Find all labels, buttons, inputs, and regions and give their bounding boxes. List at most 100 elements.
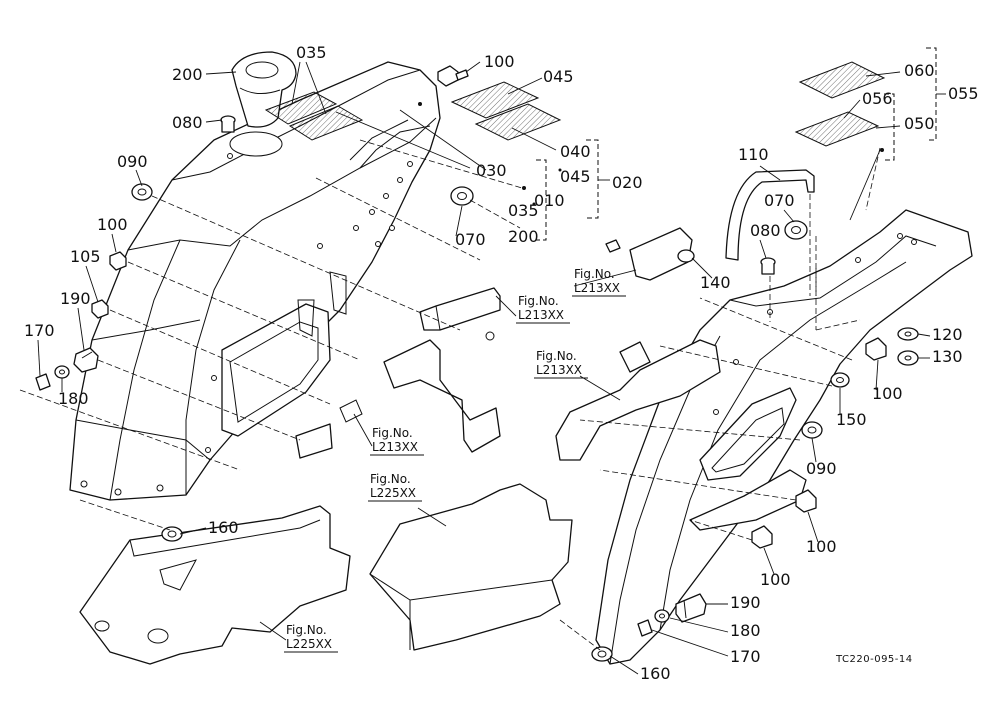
fig-ref-line1: Fig.No. xyxy=(518,294,559,308)
part-label-p140: 140 xyxy=(700,273,731,292)
bracket-140 xyxy=(605,227,695,281)
fuel-cap-200 xyxy=(231,51,297,128)
part-label-p035a: 035 xyxy=(296,43,327,62)
part-label-p055: 055 xyxy=(948,84,979,103)
part-label-p080b: 080 xyxy=(750,221,781,240)
bolt-190-right xyxy=(675,593,707,623)
fig-ref-line1: Fig.No. xyxy=(286,623,327,637)
figure-reference-labels: Fig.No.L213XXFig.No.L213XXFig.No.L213XXF… xyxy=(284,267,626,653)
part-label-p100a: 100 xyxy=(484,52,515,71)
fig-ref-fig4: Fig.No.L213XX xyxy=(534,349,588,379)
group-bracket-010 xyxy=(536,159,547,241)
fig-ref-line2: L213XX xyxy=(372,440,418,454)
part-label-p100d: 100 xyxy=(806,537,837,556)
part-label-p045a: 045 xyxy=(543,67,574,86)
part-label-p105: 105 xyxy=(70,247,101,266)
fig-ref-line1: Fig.No. xyxy=(536,349,577,363)
fig-ref-line1: Fig.No. xyxy=(370,472,411,486)
part-label-p045b: 045 xyxy=(560,167,591,186)
part-label-p120: 120 xyxy=(932,325,963,344)
part-label-p040: 040 xyxy=(560,142,591,161)
grommet-090-left xyxy=(131,183,153,201)
part-label-p100e: 100 xyxy=(760,570,791,589)
part-label-p100c: 100 xyxy=(872,384,903,403)
part-label-p080a: 080 xyxy=(172,113,203,132)
fig-ref-line1: Fig.No. xyxy=(372,426,413,440)
part-label-p100b: 100 xyxy=(97,215,128,234)
grommet-150 xyxy=(830,372,850,388)
bolt-100-right-lower xyxy=(751,525,773,549)
bolt-190-left xyxy=(73,347,99,373)
part-label-p050: 050 xyxy=(904,114,935,133)
part-label-p070b: 070 xyxy=(764,191,795,210)
fig-ref-line2: L213XX xyxy=(518,308,564,322)
bolt-100-right-mid xyxy=(795,489,817,513)
collar-170-right xyxy=(637,619,653,637)
support-bracket-right xyxy=(555,339,721,461)
collar-170-left xyxy=(35,373,51,391)
part-label-p170a: 170 xyxy=(24,321,55,340)
grommet-090-right xyxy=(801,421,823,439)
part-label-p020: 020 xyxy=(612,173,643,192)
leader-lines xyxy=(37,61,931,675)
part-label-p070a: 070 xyxy=(455,230,486,249)
washer-180-right xyxy=(654,609,670,623)
bolt-100-left xyxy=(109,251,127,271)
grommet-070-right xyxy=(784,220,808,240)
dot-markers xyxy=(418,102,884,206)
drawing-code: TC220-095-14 xyxy=(835,654,913,665)
nut-130 xyxy=(897,350,919,366)
part-label-p200b: 200 xyxy=(508,227,539,246)
bolt-100-top xyxy=(437,65,469,87)
part-label-p190b: 190 xyxy=(730,593,761,612)
floor-plate-center xyxy=(369,483,573,651)
part-label-p030: 030 xyxy=(476,161,507,180)
fig-ref-fig3: Fig.No.L213XX xyxy=(572,267,626,297)
fig-ref-fig1: Fig.No.L213XX xyxy=(516,294,570,324)
part-label-p180a: 180 xyxy=(58,389,89,408)
support-bracket-left xyxy=(295,287,501,459)
left-fender-housing xyxy=(69,61,441,501)
part-label-p110: 110 xyxy=(738,145,769,164)
fig-ref-line2: L213XX xyxy=(536,363,582,377)
floor-plate-left xyxy=(79,505,351,665)
decal-045 xyxy=(450,81,562,141)
part-label-p160a: 160 xyxy=(208,518,239,537)
group-bracket-020 xyxy=(586,139,610,219)
group-bracket-050 xyxy=(884,93,895,161)
washer-120 xyxy=(897,327,919,341)
part-label-p150: 150 xyxy=(836,410,867,429)
grommet-160-right xyxy=(591,646,613,662)
part-label-p090a: 090 xyxy=(117,152,148,171)
part-label-p010: 010 xyxy=(534,191,565,210)
right-fender-housing xyxy=(595,209,973,665)
grommet-160-left xyxy=(161,526,183,542)
decal-060-050 xyxy=(794,61,886,147)
part-label-p056: 056 xyxy=(862,89,893,108)
fig-ref-fig2: Fig.No.L213XX xyxy=(370,426,424,456)
part-label-p060: 060 xyxy=(904,61,935,80)
decal-035-hatched xyxy=(264,91,364,141)
part-label-p180b: 180 xyxy=(730,621,761,640)
group-bracket-055 xyxy=(926,47,946,141)
grab-handle-110 xyxy=(725,169,815,261)
fig-ref-line2: L225XX xyxy=(370,486,416,500)
part-label-p200a: 200 xyxy=(172,65,203,84)
part-label-p170b: 170 xyxy=(730,647,761,666)
plug-080-right xyxy=(760,257,776,275)
plug-080 xyxy=(220,115,236,133)
part-label-p160b: 160 xyxy=(640,664,671,683)
fig-ref-fig6: Fig.No.L225XX xyxy=(284,623,338,653)
fig-ref-line2: L213XX xyxy=(574,281,620,295)
fig-ref-line1: Fig.No. xyxy=(574,267,615,281)
part-label-p130: 130 xyxy=(932,347,963,366)
part-label-p090b: 090 xyxy=(806,459,837,478)
bolt-100-right-upper xyxy=(865,337,887,361)
washer-180-left xyxy=(54,365,70,379)
fig-ref-line2: L225XX xyxy=(286,637,332,651)
fig-ref-fig5: Fig.No.L225XX xyxy=(368,472,422,502)
part-label-p190a: 190 xyxy=(60,289,91,308)
